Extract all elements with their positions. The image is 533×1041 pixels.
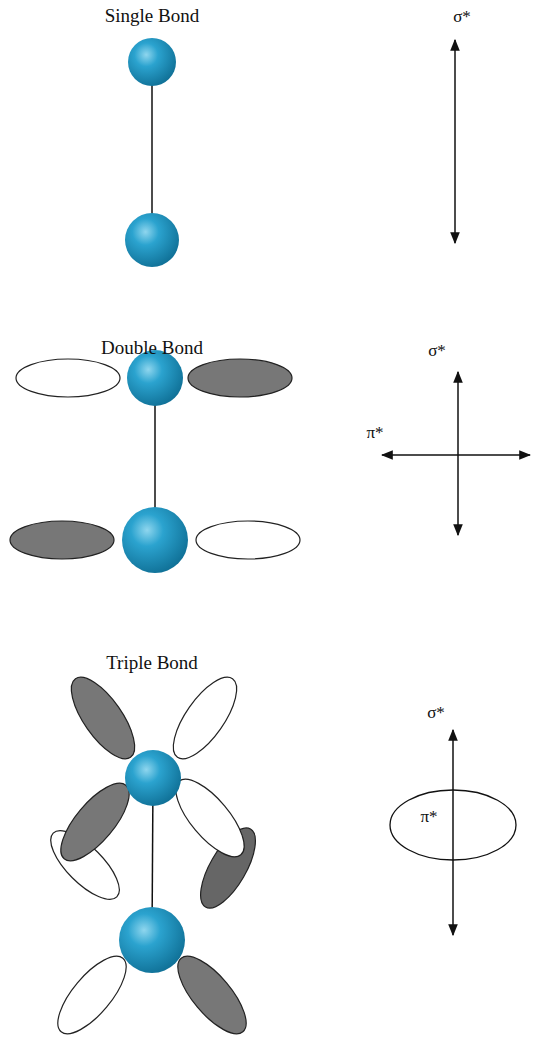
- double-bond: [10, 350, 300, 573]
- bond-title: Triple Bond: [106, 653, 198, 674]
- single-bond: [125, 38, 179, 267]
- orbital-label: π*: [365, 424, 384, 443]
- bond-title: Single Bond: [105, 6, 199, 27]
- orbital-label: σ*: [426, 704, 446, 723]
- pi-axis: [382, 454, 530, 456]
- bond-title: Double Bond: [101, 338, 203, 359]
- sigma-axis: [454, 40, 456, 243]
- orbital-label: π*: [419, 808, 438, 827]
- sigma-axis: [457, 372, 459, 535]
- triple-bond: [40, 668, 266, 1041]
- orbital-label: σ*: [452, 8, 472, 27]
- sigma-axis: [452, 730, 454, 935]
- orbital-label: σ*: [427, 342, 447, 361]
